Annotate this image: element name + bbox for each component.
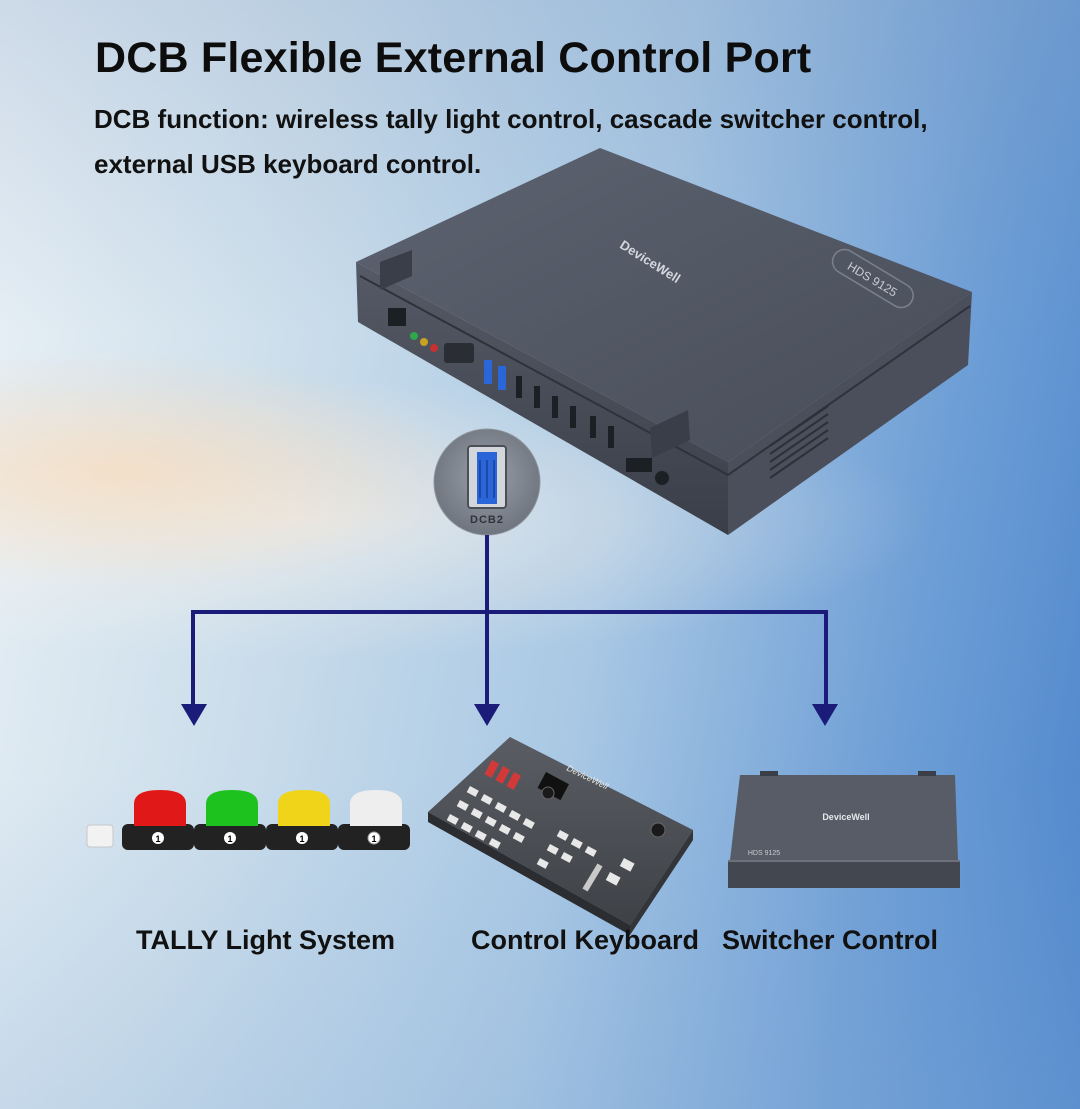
tally-unit-yellow: 1 [266, 790, 338, 850]
arrow-down-icon [181, 704, 207, 726]
tally-unit-red: 1 [122, 790, 194, 850]
hdmi-port-icon [626, 458, 652, 472]
svg-text:1: 1 [371, 834, 376, 844]
device-top-panel [356, 148, 972, 462]
tally-unit-white: 1 [338, 790, 410, 850]
svg-text:1: 1 [155, 834, 160, 844]
usb-dongle-icon [86, 824, 114, 848]
device-side-panel [728, 292, 972, 535]
front-ports [388, 308, 669, 485]
connector-arrows [181, 704, 838, 726]
main-device-image: HDS 9125 DeviceWell [356, 148, 972, 535]
svg-text:1: 1 [299, 834, 304, 844]
tally-unit-green: 1 [194, 790, 266, 850]
switcher-device-icon: DeviceWell HDS 9125 [728, 771, 960, 888]
switcher-model: HDS 9125 [748, 850, 780, 857]
page-title: DCB Flexible External Control Port [95, 34, 812, 82]
tally-light-icon: 1 1 1 1 [86, 790, 410, 850]
connector-lines [191, 535, 828, 708]
t-bar-fader [582, 863, 603, 892]
arrow-down-icon [812, 704, 838, 726]
ethernet-port-icon [388, 308, 406, 326]
side-vents [769, 405, 829, 479]
tally-light-label: TALLY Light System [136, 925, 396, 955]
usb3-port-icon [484, 360, 492, 384]
control-keyboard-icon: DeviceWell [428, 737, 693, 935]
page-description: DCB function: wireless tally light contr… [94, 104, 928, 179]
control-keyboard-label: Control Keyboard [471, 925, 700, 955]
switcher-control-label: Switcher Control [722, 925, 939, 955]
dcb-port-callout: DCB2 [433, 428, 541, 536]
keyboard-screen [537, 771, 569, 801]
arrow-down-icon [474, 704, 500, 726]
switcher-brand: DeviceWell [822, 812, 869, 822]
svg-text:1: 1 [227, 834, 232, 844]
dcb2-port-label: DCB2 [470, 514, 504, 526]
vga-port-icon [444, 343, 474, 363]
